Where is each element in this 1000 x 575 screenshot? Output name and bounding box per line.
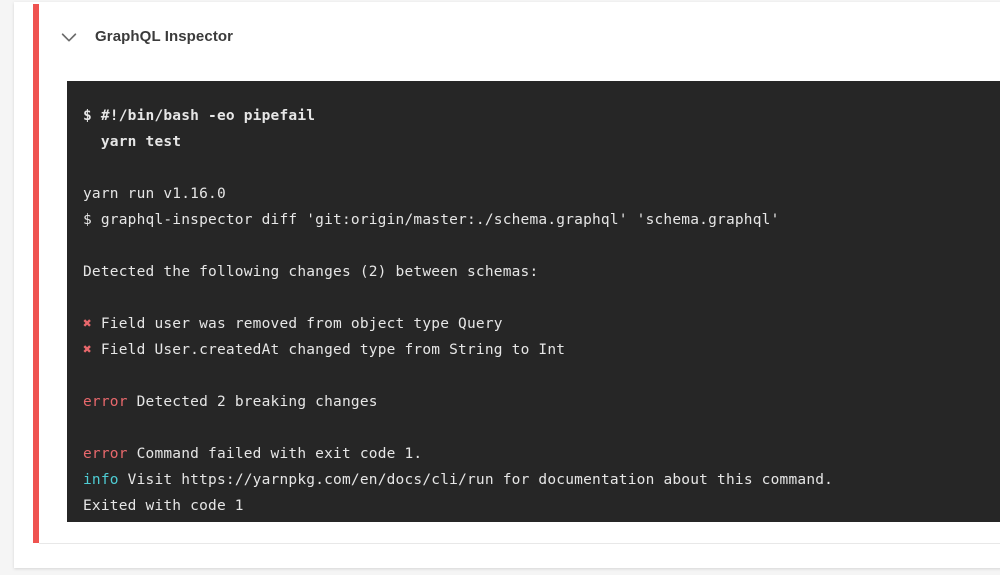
terminal-token: ✖ (83, 316, 92, 332)
terminal-token: Command failed with exit code 1. (127, 446, 423, 462)
terminal-line-change-2: ✖ Field User.createdAt changed type from… (83, 337, 1000, 363)
terminal-token (83, 160, 92, 176)
page-title: GraphQL Inspector (95, 28, 234, 45)
terminal-token: $ #!/bin/bash -eo pipefail (83, 108, 316, 124)
step-footer (39, 544, 1000, 568)
terminal-line-detected-changes: Detected the following changes (2) betwe… (83, 259, 1000, 285)
terminal-line-exited-code: Exited with code 1 (83, 493, 1000, 519)
step-header-toggle[interactable]: GraphQL Inspector (39, 4, 1000, 69)
terminal-token (83, 420, 92, 436)
terminal-line-blank-2 (83, 233, 1000, 259)
terminal-line-blank-4 (83, 363, 1000, 389)
terminal-token: yarn test (83, 134, 182, 150)
terminal-token: Field User.createdAt changed type from S… (91, 342, 566, 358)
terminal-token: error (83, 446, 128, 462)
terminal-token: info (83, 472, 119, 488)
terminal-output[interactable]: $ #!/bin/bash -eo pipefail yarn test yar… (67, 81, 1000, 522)
terminal-line-inspector-diff: $ graphql-inspector diff 'git:origin/mas… (83, 207, 1000, 233)
terminal-token (83, 290, 92, 306)
terminal-line-error-exit: error Command failed with exit code 1. (83, 441, 1000, 467)
terminal-line-change-1: ✖ Field user was removed from object typ… (83, 311, 1000, 337)
terminal-token: Exited with code 1 (83, 498, 244, 514)
divider (39, 543, 1000, 544)
terminal-line-info-visit: info Visit https://yarnpkg.com/en/docs/c… (83, 467, 1000, 493)
chevron-down-icon[interactable] (58, 26, 80, 48)
terminal-token: $ graphql-inspector diff 'git:origin/mas… (83, 212, 780, 228)
terminal-line-blank-1 (83, 155, 1000, 181)
build-step-card: GraphQL Inspector $ #!/bin/bash -eo pipe… (14, 2, 1000, 568)
terminal-token: Visit https://yarnpkg.com/en/docs/cli/ru… (118, 472, 834, 488)
status-accent-bar (33, 4, 39, 543)
terminal-token: error (83, 394, 128, 410)
terminal-token (83, 368, 92, 384)
terminal-token: yarn run v1.16.0 (83, 186, 226, 202)
terminal-line-cmd-shebang: $ #!/bin/bash -eo pipefail (83, 103, 1000, 129)
terminal-line-blank-3 (83, 285, 1000, 311)
terminal-token: Field user was removed from object type … (91, 316, 503, 332)
terminal-line-yarn-version: yarn run v1.16.0 (83, 181, 1000, 207)
terminal-token: ✖ (83, 342, 92, 358)
terminal-token: Detected the following changes (2) betwe… (83, 264, 539, 280)
terminal-token (83, 238, 92, 254)
terminal-line-cmd-yarn-test: yarn test (83, 129, 1000, 155)
terminal-line-blank-5 (83, 415, 1000, 441)
terminal-token: Detected 2 breaking changes (127, 394, 378, 410)
terminal-line-error-breaking: error Detected 2 breaking changes (83, 389, 1000, 415)
